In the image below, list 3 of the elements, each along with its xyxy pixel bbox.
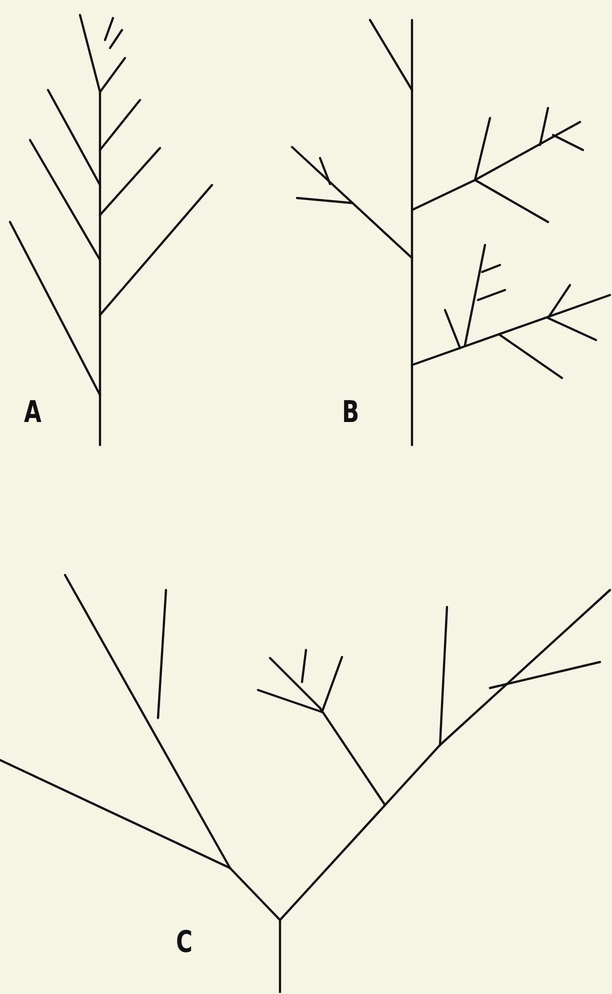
panel-letter: B bbox=[342, 398, 360, 428]
panel-letter: C bbox=[176, 928, 193, 958]
panel-letter: A bbox=[24, 398, 42, 428]
